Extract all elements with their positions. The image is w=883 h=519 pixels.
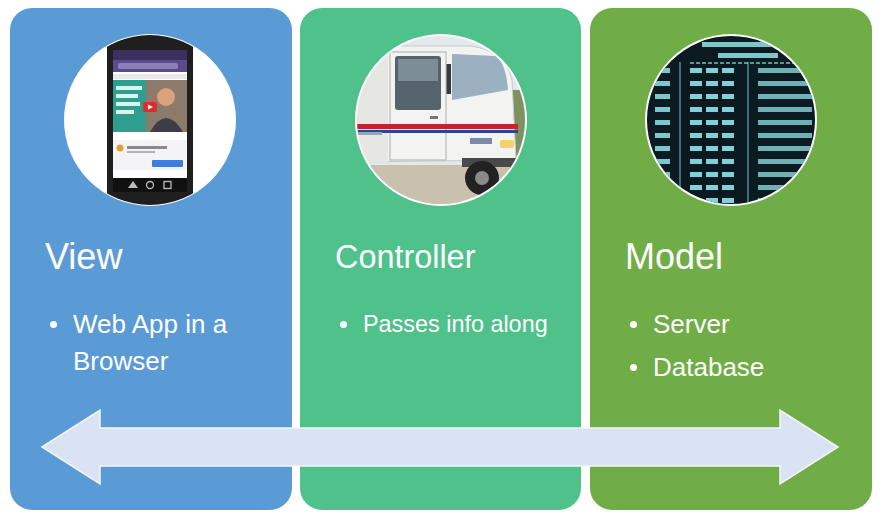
double-block-arrow [42, 410, 838, 484]
view-circle [64, 34, 236, 206]
column-separators [680, 62, 748, 210]
query-line [718, 53, 778, 58]
panel-content: ControllerPasses info along [335, 235, 570, 343]
video-caption [116, 102, 140, 106]
panel-content: ModelServerDatabase [625, 235, 860, 386]
window-glare [398, 59, 438, 81]
bullet-item: Passes info along [335, 306, 570, 343]
url-bar [118, 63, 178, 69]
cargo-side [352, 46, 388, 162]
bullet-dot [630, 321, 637, 328]
time-column [690, 68, 734, 203]
bullet-dot [340, 321, 347, 328]
side-mirror [446, 64, 451, 94]
mail-truck-photo [352, 34, 530, 207]
phone-screen [113, 50, 187, 178]
red-stripe [352, 124, 518, 129]
banner-line [127, 151, 155, 153]
video-caption [116, 86, 142, 90]
bullet-list: Web App in a Browser [45, 306, 280, 380]
query-line [702, 42, 794, 47]
panel-title: Model [625, 235, 860, 279]
subtitle-strip [113, 74, 187, 79]
bullet-item: Web App in a Browser [45, 306, 280, 380]
nav-bar [113, 178, 187, 192]
door-handle [430, 116, 438, 119]
bullet-dot [50, 321, 57, 328]
wheel [465, 161, 499, 195]
hub [475, 171, 489, 185]
windshield [452, 54, 508, 100]
nav-home [147, 182, 154, 189]
screen-ground [645, 34, 817, 206]
bullet-list: Passes info along [335, 306, 570, 343]
truck-lettering [356, 132, 382, 135]
banner-button [152, 160, 183, 167]
video-caption [116, 94, 138, 98]
phone-body [107, 34, 193, 210]
door-window [395, 56, 441, 110]
banner-card [113, 140, 187, 170]
bullet-text: Passes info along [363, 306, 563, 343]
bullet-item: Database [625, 349, 860, 386]
play-triangle [148, 105, 153, 110]
speaker-shirt [150, 118, 183, 132]
bullet-text: Web App in a Browser [73, 306, 273, 380]
value-column [758, 68, 812, 203]
play-button [143, 102, 157, 112]
video-panel [113, 80, 187, 132]
phone-illustration [107, 34, 193, 210]
truck-emblem [470, 138, 492, 144]
door-outline [390, 52, 446, 160]
bullet-text: Database [653, 349, 853, 386]
browser-icon [117, 145, 124, 152]
table-rule [690, 62, 812, 64]
status-bar [113, 50, 187, 60]
panel-title: View [45, 235, 280, 279]
bullet-text: Server [653, 306, 853, 343]
panel-content: ViewWeb App in a Browser [45, 235, 280, 380]
banner-line [127, 146, 167, 149]
model-circle [645, 34, 817, 206]
speaker-head [157, 88, 175, 106]
bullet-dot [630, 364, 637, 371]
bullet-list: ServerDatabase [625, 306, 860, 386]
video-caption [116, 110, 134, 114]
nav-back [128, 181, 138, 188]
ground [355, 165, 527, 207]
app-header [113, 60, 187, 72]
panel-title: Controller [335, 235, 570, 279]
bullet-item: Server [625, 306, 860, 343]
database-screen-photo [645, 34, 817, 210]
truck-body [352, 46, 516, 162]
id-column [655, 68, 670, 203]
headlight [500, 140, 514, 148]
nav-recent [164, 182, 171, 189]
